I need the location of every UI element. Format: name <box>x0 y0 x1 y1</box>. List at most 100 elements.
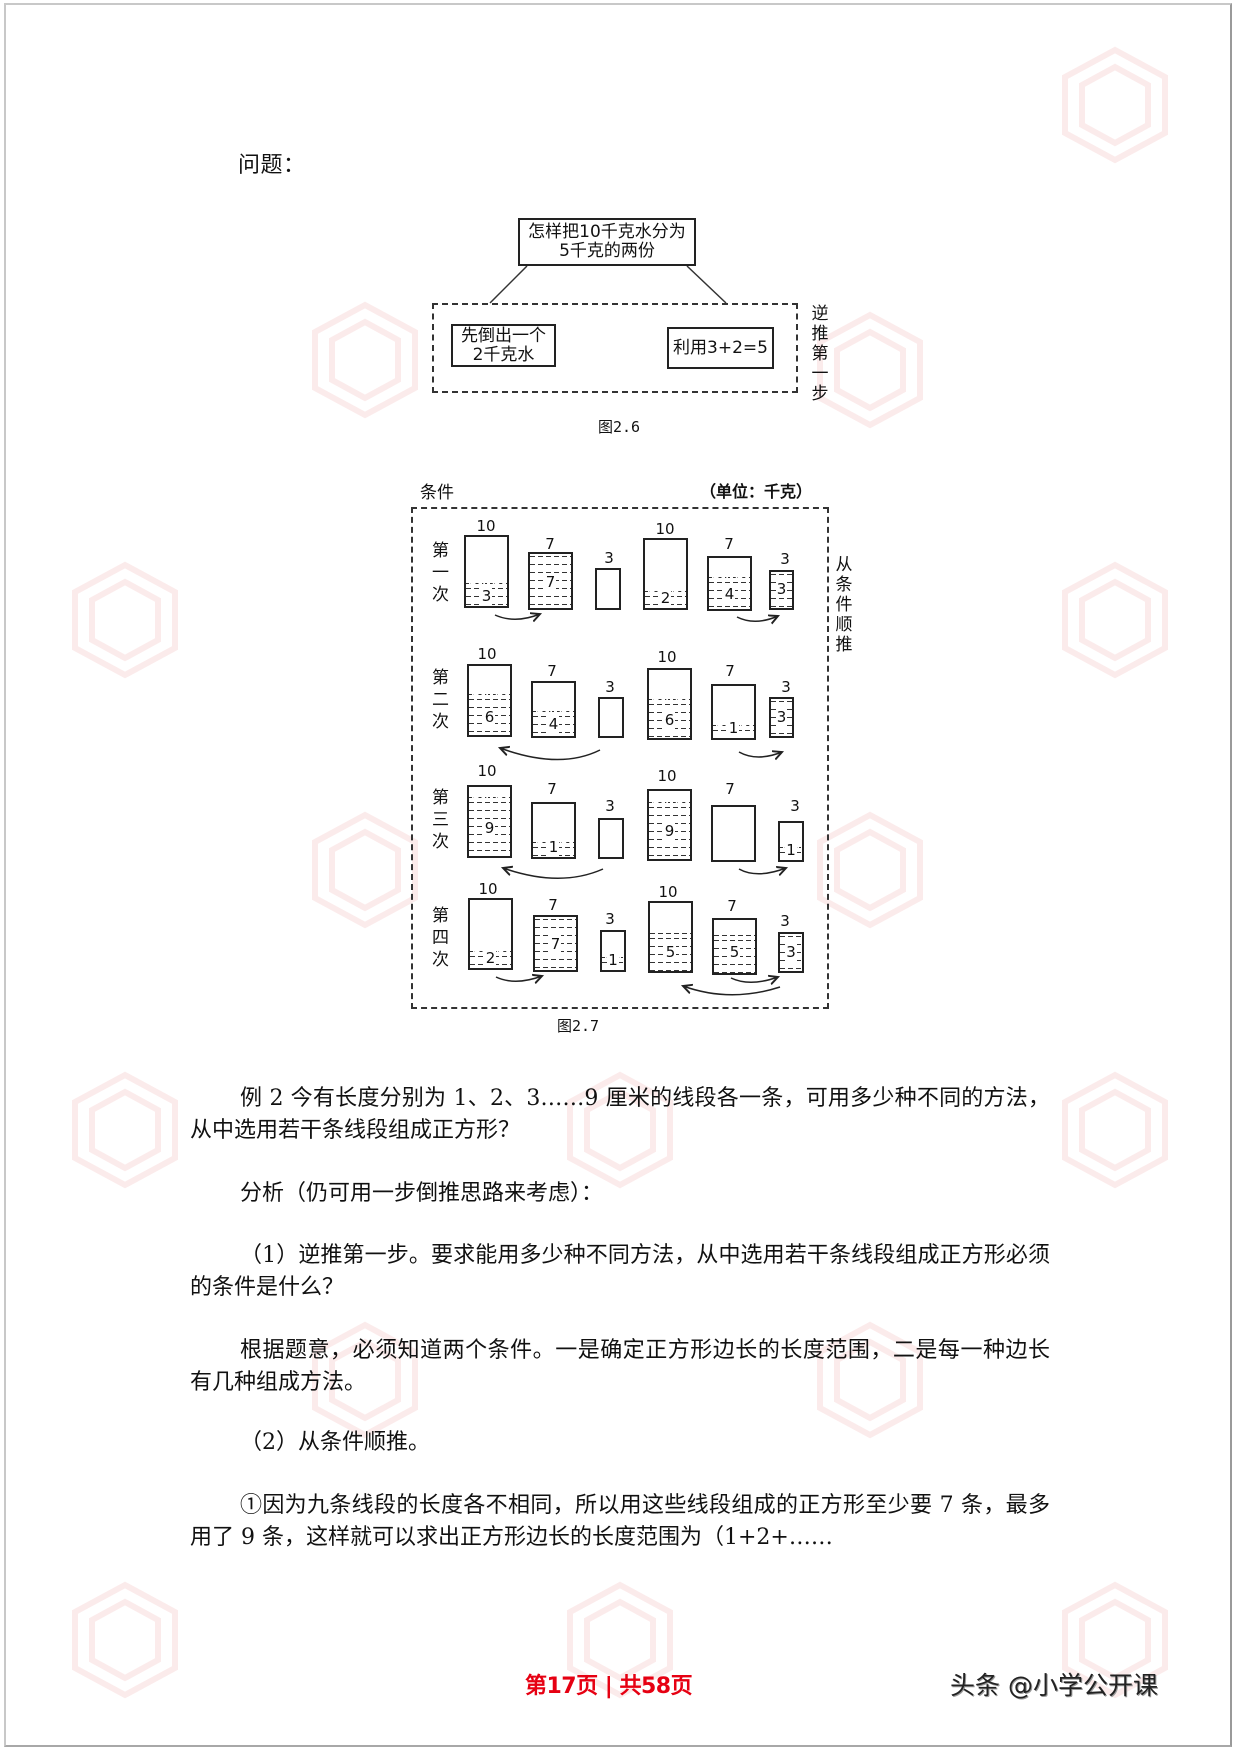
row-label-2: 第二次 <box>432 668 449 732</box>
jug-10kg: 9 <box>647 789 692 861</box>
jug-3kg: 3 <box>769 570 794 610</box>
goal-line-1: 怎样把10千克水分为 <box>528 222 686 242</box>
figure-2-6-caption: 图2.6 <box>598 418 641 436</box>
forward-step-paragraph: （2）从条件顺推。 <box>240 1430 430 1455</box>
capacity-label: 7 <box>725 662 735 680</box>
jug-3kg: 1 <box>778 821 804 862</box>
watermark-logo-icon <box>567 1581 673 1699</box>
capacity-label: 10 <box>478 880 498 898</box>
capacity-label: 10 <box>658 883 678 901</box>
water-amount: 7 <box>549 935 562 953</box>
reverse-step-paragraph: （1）逆推第一步。要求能用多少种不同方法，从中选用若干条线段组成正方形必须的条件… <box>190 1243 1050 1300</box>
water-amount: 3 <box>775 580 788 598</box>
jug-10kg: 2 <box>468 898 513 970</box>
water-amount: 1 <box>727 719 740 737</box>
figure-2-7-caption: 图2.7 <box>557 1017 600 1035</box>
capacity-label: 3 <box>605 797 615 815</box>
analysis-paragraph: 分析（仍可用一步倒推思路来考虑）： <box>240 1181 604 1206</box>
capacity-label: 3 <box>780 912 790 930</box>
jug-7kg: 1 <box>711 684 756 740</box>
brand-watermark: 头条 @小学公开课 <box>950 1671 1158 1700</box>
water-amount: 2 <box>659 589 672 607</box>
pour-line-1: 先倒出一个 <box>461 325 546 346</box>
row-label-3: 第三次 <box>432 788 449 852</box>
water-amount: 5 <box>664 943 677 961</box>
jug-10kg: 3 <box>464 535 509 608</box>
example-2-paragraph: 例 2 今有长度分别为 1、2、3……9 厘米的线段各一条，可用多少种不同的方法… <box>190 1086 1050 1143</box>
water-amount: 1 <box>785 841 797 859</box>
capacity-label: 3 <box>605 678 615 696</box>
water-amount: 7 <box>544 573 557 591</box>
capacity-label: 7 <box>547 662 557 680</box>
capacity-label: 3 <box>780 550 790 568</box>
page-frame <box>4 3 1232 1747</box>
jug-3kg: 1 <box>600 930 626 972</box>
goal-box: 怎样把10千克水分为 5千克的两份 <box>518 218 696 266</box>
pour-arrows-icon <box>494 0 1240 996</box>
water-amount: 6 <box>663 711 676 729</box>
watermark-logo-icon <box>817 311 923 429</box>
row-label-1: 第一次 <box>432 541 449 605</box>
jug-7kg: 7 <box>533 915 578 972</box>
goal-line-2: 5千克的两份 <box>559 241 655 261</box>
watermark-logo-icon <box>312 301 418 419</box>
watermark-logo-icon <box>312 811 418 929</box>
water-amount: 3 <box>775 708 788 726</box>
jug-3kg <box>598 818 624 859</box>
watermark-logo-icon <box>72 1071 178 1189</box>
water-amount: 1 <box>607 951 619 969</box>
capacity-label: 10 <box>476 517 496 535</box>
capacity-label: 7 <box>545 535 555 553</box>
conditions-label: 条件 <box>420 483 454 503</box>
page-indicator: 第17页 | 共58页 <box>525 1674 693 1699</box>
jug-7kg: 1 <box>531 802 576 859</box>
water-amount: 5 <box>728 943 741 961</box>
water-amount: 9 <box>483 819 496 837</box>
watermark-logo-icon <box>1062 1071 1168 1189</box>
reverse-step-label: 逆推第一步 <box>811 304 829 404</box>
pour-line-2: 2千克水 <box>472 344 535 365</box>
capacity-label: 3 <box>604 549 614 567</box>
watermark-logo-icon <box>1062 1581 1168 1699</box>
use-sum-box: 利用3+2=5 <box>667 327 774 369</box>
capacity-label: 10 <box>657 767 677 785</box>
watermark-logo-icon <box>312 1321 418 1439</box>
jug-10kg: 9 <box>467 785 512 858</box>
pour-2kg-box: 先倒出一个 2千克水 <box>451 324 556 367</box>
water-amount: 3 <box>480 587 493 605</box>
range-paragraph: ①因为九条线段的长度各不相同，所以用这些线段组成的正方形至少要 7 条，最多用了… <box>190 1493 1050 1550</box>
capacity-label: 10 <box>655 520 675 538</box>
water-amount: 3 <box>785 943 797 961</box>
water-amount: 2 <box>484 949 497 967</box>
water-amount: 4 <box>723 585 736 603</box>
watermark-logo-icon <box>1062 46 1168 164</box>
capacity-label: 7 <box>724 535 734 553</box>
jug-10kg: 5 <box>648 901 693 973</box>
conditions-dashed-frame <box>411 507 829 1009</box>
watermark-logo-icon <box>72 561 178 679</box>
jug-10kg: 2 <box>643 538 688 610</box>
capacity-label: 7 <box>725 780 735 798</box>
capacity-label: 10 <box>477 645 497 663</box>
jug-3kg: 3 <box>778 932 804 973</box>
watermark-logo-icon <box>567 1071 673 1189</box>
step-dashed-frame <box>432 303 798 393</box>
water-amount: 1 <box>547 838 560 856</box>
capacity-label: 3 <box>781 678 791 696</box>
connector-lines <box>489 265 727 304</box>
jug-3kg <box>598 697 624 738</box>
jug-7kg: 7 <box>528 552 573 610</box>
jug-7kg <box>711 805 756 862</box>
jug-7kg: 4 <box>707 556 752 611</box>
capacity-label: 7 <box>727 897 737 915</box>
jug-3kg: 3 <box>769 697 794 738</box>
jug-10kg: 6 <box>467 664 512 737</box>
conditions-paragraph: 根据题意，必须知道两个条件。一是确定正方形边长的长度范围，二是每一种边长有几种组… <box>190 1338 1050 1395</box>
forward-reasoning-label: 从条件顺推 <box>835 555 853 655</box>
watermark-logo-icon <box>72 1581 178 1699</box>
capacity-label: 3 <box>605 910 615 928</box>
water-amount: 4 <box>547 715 560 733</box>
capacity-label: 7 <box>548 896 558 914</box>
jug-7kg: 4 <box>531 681 576 738</box>
capacity-label: 3 <box>790 797 800 815</box>
